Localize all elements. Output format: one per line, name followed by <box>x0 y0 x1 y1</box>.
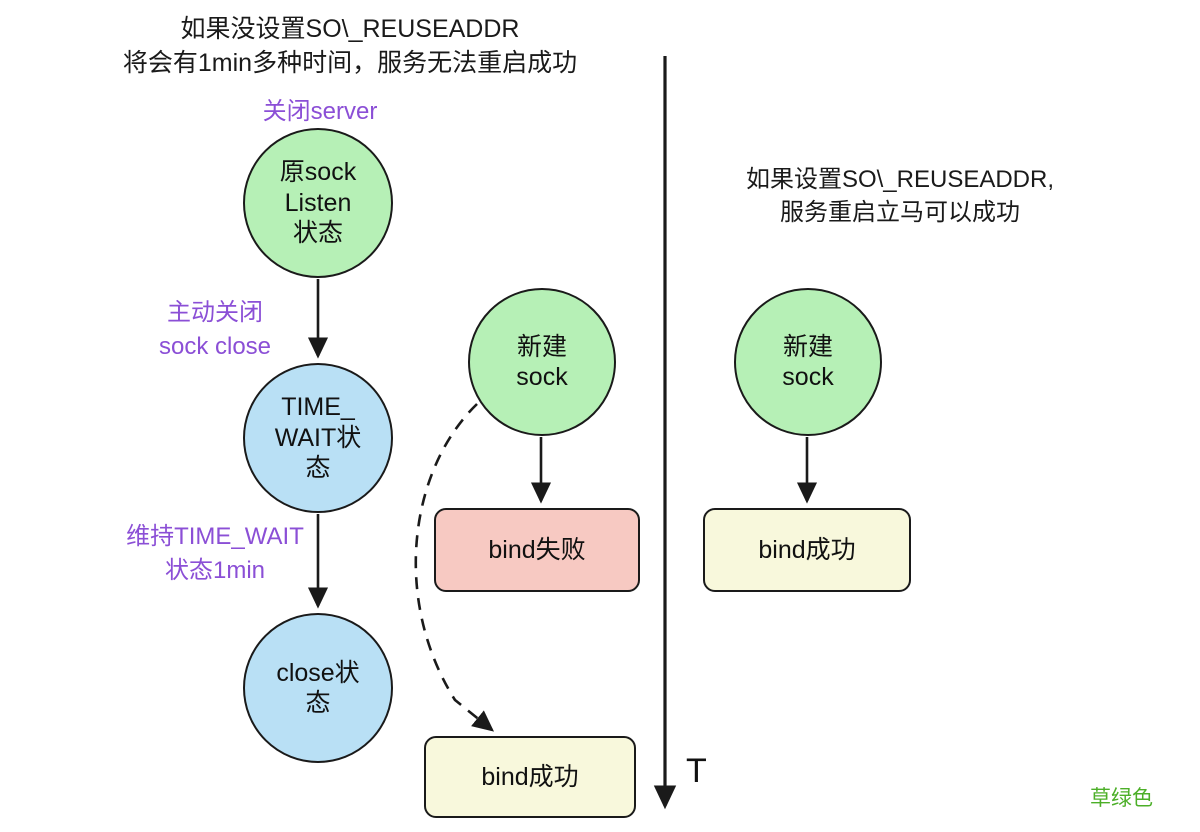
node-bind-success-middle[interactable]: bind成功 <box>424 736 636 818</box>
time-axis-label: T <box>686 752 707 790</box>
node-bind-failed[interactable]: bind失败 <box>434 508 640 592</box>
node-bind-success-right[interactable]: bind成功 <box>703 508 911 592</box>
node-time-wait-state[interactable]: TIME_ WAIT状 态 <box>243 363 393 513</box>
node-close-state[interactable]: close状 态 <box>243 613 393 763</box>
node-new-sock-middle[interactable]: 新建 sock <box>468 288 616 436</box>
node-original-sock-listen[interactable]: 原sock Listen 状态 <box>243 128 393 278</box>
edge-label-close-server: 关闭server <box>262 98 378 125</box>
note-without-reuseaddr: 如果没设置SO\_REUSEADDR 将会有1min多种时间，服务无法重启成功 <box>122 15 578 77</box>
edge-label-keep-timewait: 维持TIME_WAIT 状态1min <box>126 523 304 585</box>
note-with-reuseaddr: 如果设置SO\_REUSEADDR, 服务重启立马可以成功 <box>745 166 1055 226</box>
edge-label-active-close: 主动关闭 sock close <box>158 299 272 361</box>
node-new-sock-right[interactable]: 新建 sock <box>734 288 882 436</box>
watermark-label: 草绿色 <box>1090 787 1153 810</box>
